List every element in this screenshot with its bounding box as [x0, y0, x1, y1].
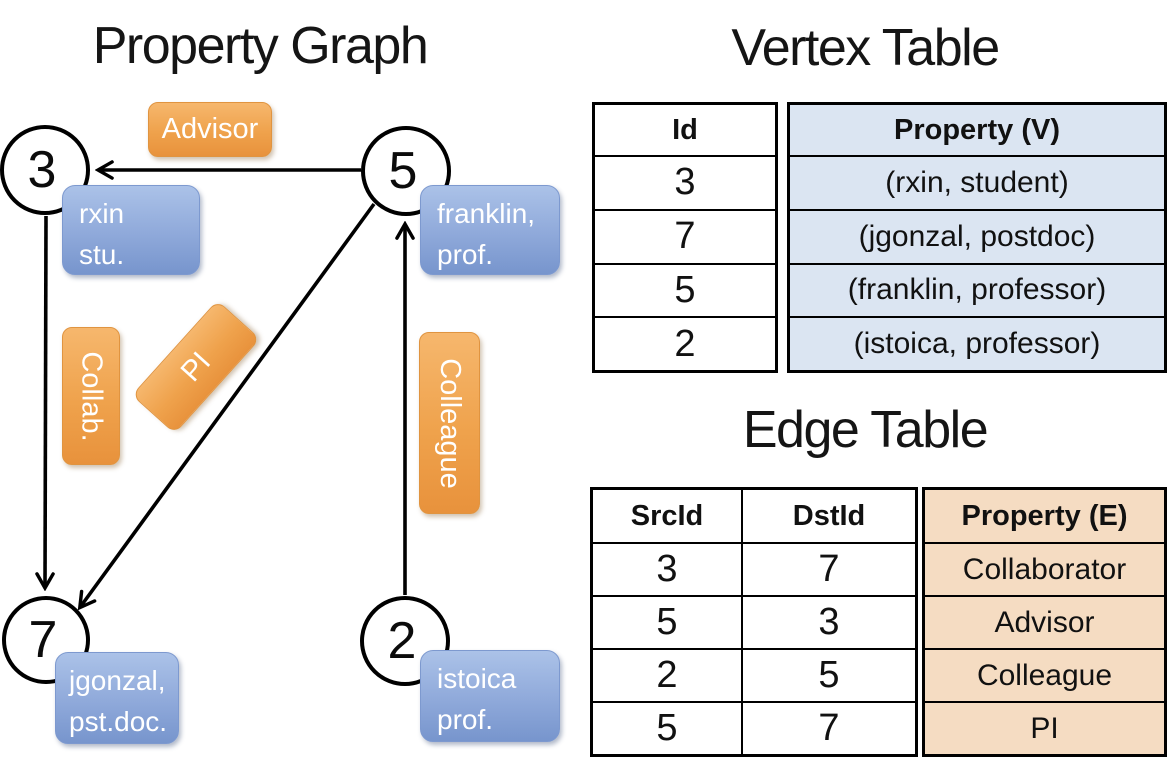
vertex-table-id-3: 2 [595, 316, 775, 370]
vertex-table-id-0: 3 [595, 155, 775, 209]
vertex-table-property-3: (istoica, professor) [790, 316, 1164, 370]
vertex-prop-franklin: franklin, prof. [420, 185, 560, 275]
edge-label-advisor-text: Advisor [161, 113, 259, 145]
graph-node-5: 5 [361, 126, 451, 216]
edge-3-to-7 [45, 215, 46, 586]
vertex-prop-franklin-line2: prof. [437, 238, 494, 270]
edge-table-header-dstid: DstId [792, 499, 866, 532]
vertex-table-header-property: Property (V) [790, 105, 1164, 155]
node-2-id: 2 [387, 612, 417, 670]
edge-label-pi-text: PI [174, 345, 217, 388]
vertex-table-header-id: Id [672, 113, 698, 146]
edge-table-header-property: Property (E) [925, 490, 1164, 542]
edge-table-src-0: 3 [593, 542, 743, 595]
vertex-table-id-2: 5 [595, 262, 775, 317]
node-7-id: 7 [28, 611, 58, 669]
vertex-prop-istoica-line1: istoica [437, 663, 517, 694]
edge-table-property-column: Property (E) Collaborator Advisor Collea… [922, 487, 1167, 757]
vertex-table-title: Vertex Table [731, 19, 1000, 77]
edge-table-property-0: Collaborator [925, 542, 1164, 595]
vertex-prop-jgonzal: jgonzal, pst.doc. [55, 652, 179, 744]
edge-table-dst-1: 3 [743, 595, 915, 648]
vertex-table-property-2: (franklin, professor) [790, 262, 1164, 317]
vertex-prop-jgonzal-line1: jgonzal, [69, 665, 166, 696]
vertex-prop-franklin-line1: franklin, [437, 198, 536, 229]
edge-table-ids-columns: SrcId DstId 3 7 5 3 2 5 5 7 [590, 487, 918, 757]
edge-table-property-3: PI [925, 701, 1164, 754]
property-graph-title: Property Graph [92, 17, 429, 75]
edge-table-src-3: 5 [593, 701, 743, 754]
edge-label-collab: Collab. [62, 327, 120, 465]
edge-table-src-2: 2 [593, 648, 743, 701]
vertex-prop-rxin-line2: stu. [79, 238, 125, 270]
edge-table-property-1: Advisor [925, 595, 1164, 648]
vertex-table-id-column: Id 3 7 5 2 [592, 102, 778, 373]
node-3-id: 3 [27, 141, 57, 199]
edge-table-dst-0: 7 [743, 542, 915, 595]
vertex-prop-jgonzal-line2: pst.doc. [69, 705, 168, 737]
edge-table-src-1: 5 [593, 595, 743, 648]
edge-5-to-7 [81, 202, 376, 606]
edge-table-header-srcid: SrcId [593, 490, 743, 542]
vertex-prop-istoica-line2: prof. [437, 703, 494, 735]
edge-table-property-2: Colleague [925, 648, 1164, 701]
vertex-table-property-0: (rxin, student) [790, 155, 1164, 209]
vertex-prop-rxin-line1: rxin [79, 198, 125, 229]
vertex-prop-istoica: istoica prof. [420, 650, 560, 742]
vertex-prop-rxin: rxin stu. [62, 185, 200, 275]
edge-table-title: Edge Table [742, 401, 989, 459]
edge-table-dst-2: 5 [743, 648, 915, 701]
edge-label-advisor: Advisor [148, 102, 272, 157]
edge-label-colleague-text: Colleague [434, 357, 467, 489]
vertex-table-id-1: 7 [595, 208, 775, 263]
node-5-id: 5 [388, 142, 418, 200]
edge-table-dst-3: 7 [743, 701, 915, 754]
vertex-table-property-column: Property (V) (rxin, student) (jgonzal, p… [787, 102, 1167, 373]
edge-label-colleague: Colleague [419, 332, 480, 514]
graph-node-2: 2 [360, 596, 450, 686]
edge-label-collab-text: Collab. [75, 350, 108, 442]
vertex-table-property-1: (jgonzal, postdoc) [790, 208, 1164, 263]
graph-edges-svg [0, 0, 585, 760]
